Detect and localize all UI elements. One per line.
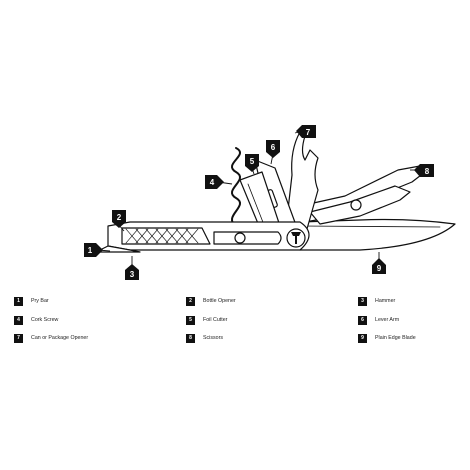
callout-7: 7 [294,125,316,138]
handle-rivet [234,232,246,244]
legend-number-badge: 5 [186,315,195,325]
legend-label: Foil Cutter [203,317,228,323]
callout-8: 8 [410,164,434,177]
legend-number-badge: 8 [186,333,195,343]
callout-9-label: 9 [377,264,382,273]
callout-8-label: 8 [425,167,430,176]
legend-number-badge: 3 [358,296,367,306]
legend-label: Can or Package Opener [31,335,89,341]
callout-4-label: 4 [210,178,215,187]
callout-6-label: 6 [271,143,276,152]
callout-2: 2 [112,210,126,232]
legend-label: Cork Screw [31,317,59,323]
legend-number-badge: 2 [186,296,195,306]
plain-edge-blade-drawing [291,218,456,251]
callout-1: 1 [84,243,111,257]
callout-2-label: 2 [117,213,122,222]
legend-label: Pry Bar [31,298,49,304]
legend-label: Plain Edge Blade [375,335,416,341]
multitool-diagram: 1 2 3 4 5 6 7 8 9 [84,125,456,280]
handle-grip-panel [121,227,211,245]
callout-3: 3 [125,256,139,280]
pivot-logo-mark [291,232,301,244]
legend-item-cork-screw: 4 Cork Screw [14,314,58,326]
legend-label: Hammer [375,298,396,304]
legend: 1 Pry Bar 2 Bottle Opener 3 Hammer 4 Cor… [0,293,470,353]
legend-item-hammer: 3 Hammer [358,295,395,307]
legend-item-plain-edge-blade: 9 Plain Edge Blade [358,332,416,344]
legend-number-badge: 1 [14,296,23,306]
legend-number-badge: 4 [14,315,23,325]
handle-inner-channel [213,231,282,245]
legend-label: Lever Arm [375,317,400,323]
callout-4: 4 [205,175,233,189]
blade-spine-line [299,225,441,228]
legend-item-foil-cutter: 5 Foil Cutter [186,314,227,326]
callout-9: 9 [372,252,386,274]
legend-number-badge: 9 [358,333,367,343]
legend-item-bottle-opener: 2 Bottle Opener [186,295,236,307]
legend-item-scissors: 8 Scissors [186,332,223,344]
handle-grip-pattern [125,228,199,244]
callout-7-label: 7 [306,128,311,137]
legend-number-badge: 7 [14,333,23,343]
callout-5-label: 5 [250,157,255,166]
legend-item-pry-bar: 1 Pry Bar [14,295,49,307]
legend-label: Scissors [203,335,224,341]
callout-1-label: 1 [88,246,93,255]
legend-number-badge: 6 [358,315,367,325]
scissors-drawing [299,165,426,225]
cork-screw-drawing [231,147,241,227]
callout-3-label: 3 [130,270,135,279]
legend-item-lever-arm: 6 Lever Arm [358,314,399,326]
can-opener-drawing [284,131,319,237]
legend-label: Bottle Opener [203,298,236,304]
legend-item-can-opener: 7 Can or Package Opener [14,332,88,344]
callout-5: 5 [245,154,259,175]
callout-6: 6 [266,140,280,165]
